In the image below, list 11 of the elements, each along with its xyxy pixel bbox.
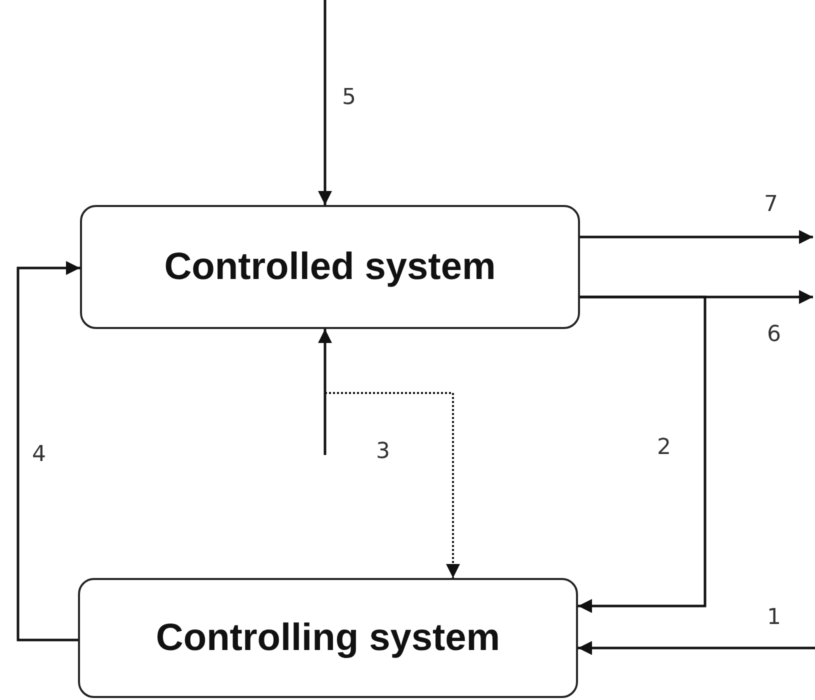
arrow <box>578 641 815 655</box>
process-box <box>78 578 578 698</box>
node-label: Controlling system <box>156 616 500 660</box>
arrow <box>16 261 80 642</box>
dotted-arrow <box>325 392 460 578</box>
node-label: Controlled system <box>164 246 496 288</box>
arrow <box>318 329 332 455</box>
arrow <box>578 296 706 613</box>
process-box <box>80 205 580 329</box>
arrow <box>318 0 332 205</box>
arrow <box>580 230 813 244</box>
